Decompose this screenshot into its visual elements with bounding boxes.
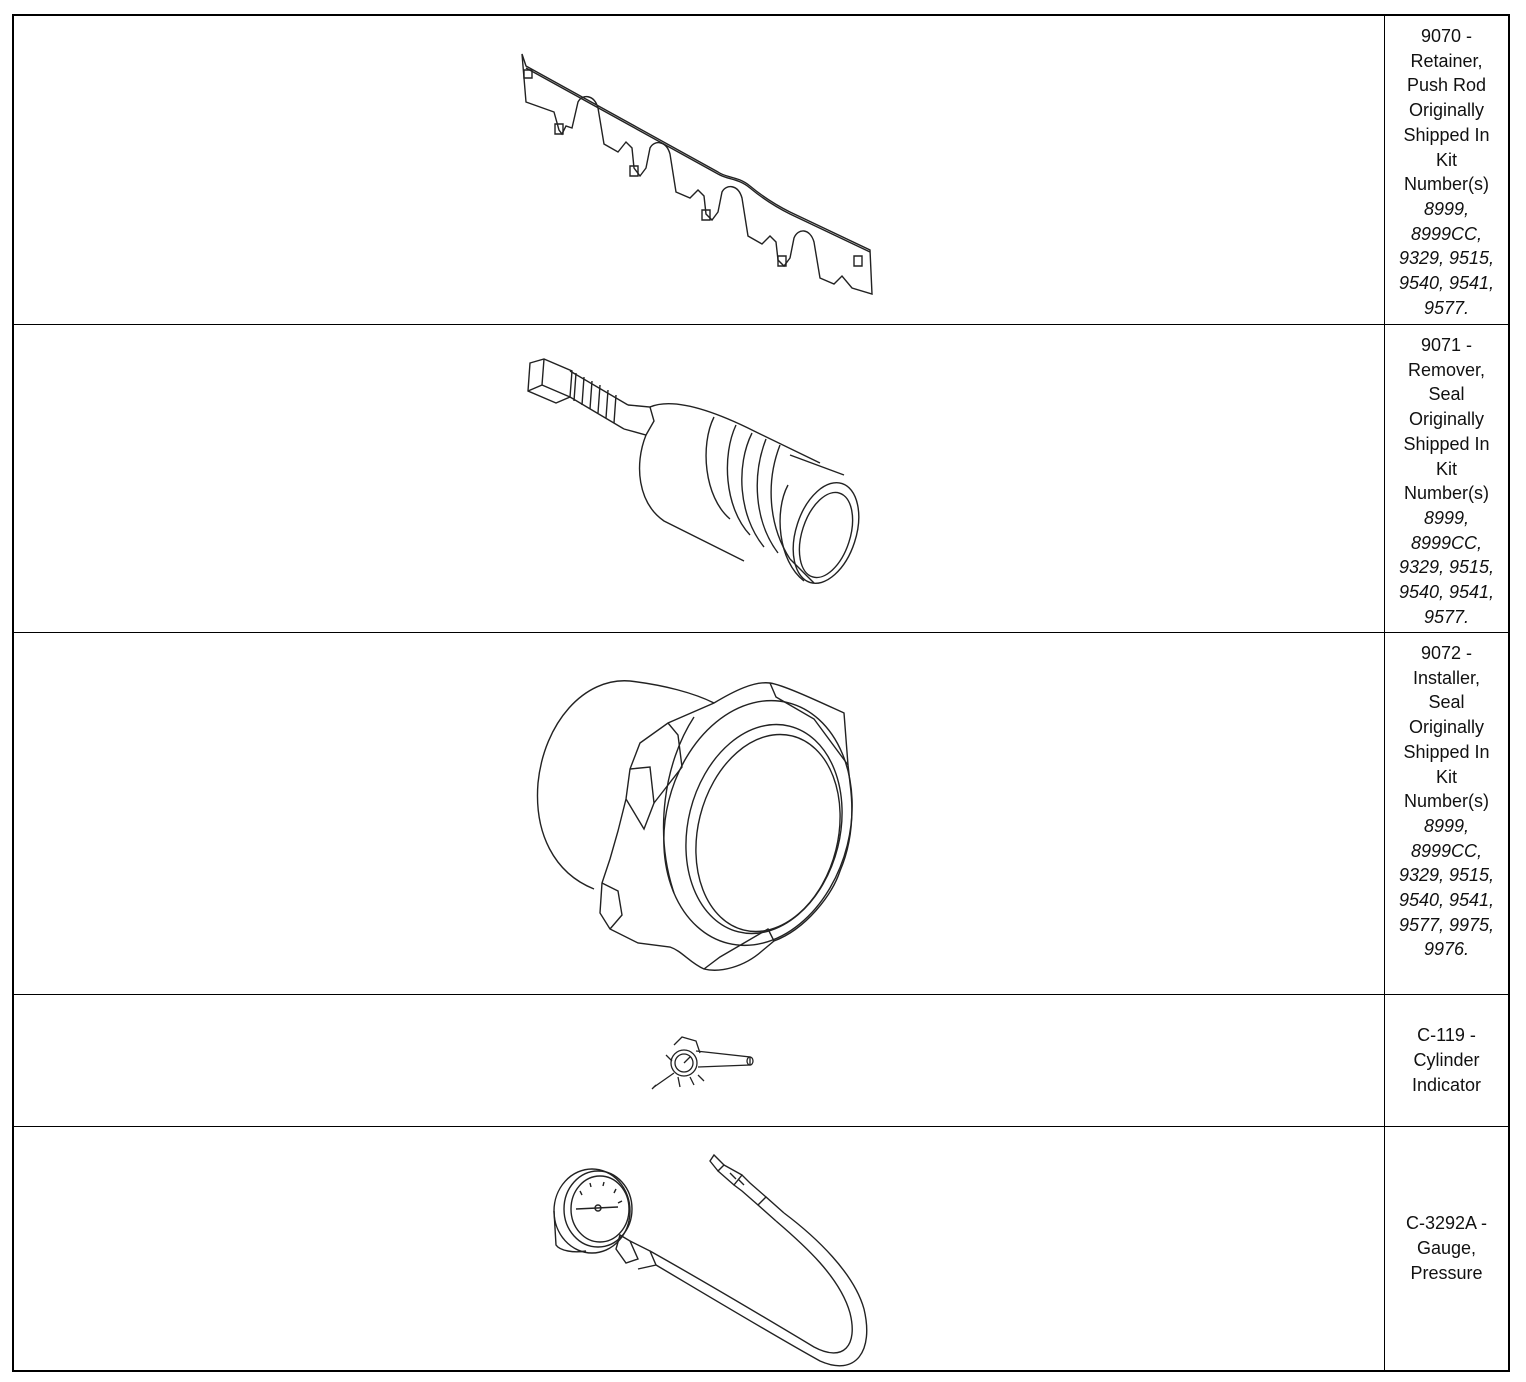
kit-note-line: Shipped In bbox=[1403, 124, 1490, 145]
tool-name-line: Remover, bbox=[1407, 359, 1486, 380]
kit-note-line: Kit bbox=[1435, 766, 1457, 787]
kit-number-line: 8999, bbox=[1423, 507, 1470, 528]
tool-description: 9071 - Remover, Seal Originally Shipped … bbox=[1385, 325, 1508, 632]
kit-number-line: 8999, bbox=[1423, 815, 1470, 836]
kit-number-line: 8999CC, bbox=[1410, 840, 1483, 861]
tool-code: 9071 - bbox=[1420, 335, 1473, 355]
kit-number-line: 9540, 9541, bbox=[1398, 273, 1495, 294]
tool-name-line: Push Rod bbox=[1406, 75, 1487, 96]
tool-code: C-3292A - bbox=[1405, 1213, 1488, 1234]
tool-description: C-3292A - Gauge, Pressure bbox=[1385, 1127, 1508, 1370]
kit-note-line: Number(s) bbox=[1403, 483, 1489, 504]
tool-table: 9070 - Retainer, Push Rod Originally Shi… bbox=[12, 14, 1510, 1372]
tool-name-line: Seal bbox=[1428, 384, 1465, 405]
tool-description: 9072 - Installer, Seal Originally Shippe… bbox=[1385, 633, 1508, 994]
tool-name-line: Indicator bbox=[1411, 1074, 1482, 1095]
image-cell bbox=[14, 1127, 1385, 1370]
tool-name-line: Cylinder bbox=[1413, 1050, 1480, 1071]
table-row: 9072 - Installer, Seal Originally Shippe… bbox=[14, 633, 1508, 995]
tool-description: 9070 - Retainer, Push Rod Originally Shi… bbox=[1385, 16, 1508, 324]
kit-note-line: Shipped In bbox=[1403, 741, 1490, 762]
tool-code: 9070 - bbox=[1420, 26, 1473, 46]
image-cell bbox=[14, 16, 1385, 324]
kit-note-line: Shipped In bbox=[1403, 433, 1490, 454]
kit-note-line: Kit bbox=[1435, 458, 1457, 479]
table-row: C-119 - Cylinder Indicator bbox=[14, 995, 1508, 1127]
tool-description: C-119 - Cylinder Indicator bbox=[1385, 995, 1508, 1126]
tool-code: C-119 - bbox=[1417, 1025, 1476, 1046]
seal-remover-drawing bbox=[14, 325, 1384, 633]
kit-note-line: Kit bbox=[1435, 149, 1457, 170]
kit-note-line: Originally bbox=[1408, 717, 1485, 738]
kit-number-line: 9329, 9515, bbox=[1398, 248, 1495, 269]
cylinder-indicator-drawing bbox=[14, 995, 1384, 1127]
table-row: 9071 - Remover, Seal Originally Shipped … bbox=[14, 325, 1508, 633]
tool-code: 9072 - bbox=[1420, 643, 1473, 663]
tool-name-line: Pressure bbox=[1410, 1262, 1483, 1283]
kit-number-line: 8999CC, bbox=[1410, 223, 1483, 244]
kit-number-line: 9540, 9541, bbox=[1398, 582, 1495, 603]
tool-name-line: Gauge, bbox=[1416, 1238, 1477, 1259]
tool-name-line: Retainer, bbox=[1410, 50, 1483, 71]
kit-number-line: 9540, 9541, bbox=[1398, 890, 1495, 911]
kit-number-line: 9577. bbox=[1423, 606, 1470, 627]
image-cell bbox=[14, 633, 1385, 994]
seal-installer-drawing bbox=[14, 633, 1384, 995]
kit-number-line: 8999CC, bbox=[1410, 532, 1483, 553]
table-row: 9070 - Retainer, Push Rod Originally Shi… bbox=[14, 16, 1508, 325]
kit-number-line: 9577. bbox=[1423, 297, 1470, 318]
kit-note-line: Number(s) bbox=[1403, 174, 1489, 195]
image-cell bbox=[14, 995, 1385, 1126]
kit-number-line: 8999, bbox=[1423, 198, 1470, 219]
kit-note-line: Originally bbox=[1408, 409, 1485, 430]
kit-number-line: 9329, 9515, bbox=[1398, 865, 1495, 886]
kit-note-line: Number(s) bbox=[1403, 791, 1489, 812]
table-row: C-3292A - Gauge, Pressure bbox=[14, 1127, 1508, 1370]
pressure-gauge-drawing bbox=[14, 1127, 1384, 1370]
kit-number-line: 9577, 9975, bbox=[1398, 914, 1495, 935]
kit-number-line: 9976. bbox=[1423, 939, 1470, 960]
image-cell bbox=[14, 325, 1385, 632]
tool-name-line: Seal bbox=[1428, 692, 1465, 713]
push-rod-retainer-drawing bbox=[14, 16, 1384, 325]
kit-number-line: 9329, 9515, bbox=[1398, 557, 1495, 578]
tool-name-line: Installer, bbox=[1412, 667, 1481, 688]
kit-note-line: Originally bbox=[1408, 100, 1485, 121]
